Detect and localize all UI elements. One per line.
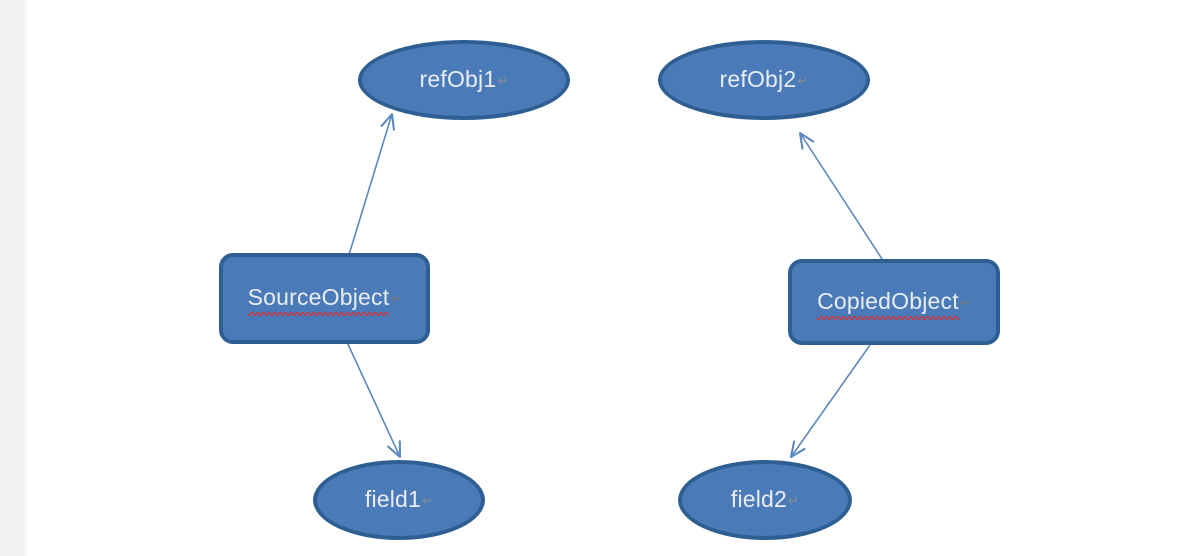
connector-source-to-refobj1[interactable]: [347, 112, 395, 259]
return-mark-icon: ↵: [959, 294, 971, 310]
left-margin-strip: [0, 0, 25, 556]
left-margin-edge: [25, 0, 28, 556]
connector-copied-to-field2[interactable]: [789, 344, 871, 459]
node-copiedobject[interactable]: CopiedObject↵: [788, 259, 1000, 345]
node-refobj2-label-wrap: refObj2↵: [720, 66, 809, 95]
node-copiedobject-label-wrap: CopiedObject↵: [817, 287, 971, 320]
return-mark-icon: ↵: [797, 72, 809, 88]
node-field2[interactable]: field2↵: [678, 460, 852, 540]
connector-copied-to-refobj2[interactable]: [798, 131, 885, 263]
node-refobj1-label: refObj1: [419, 65, 497, 92]
return-mark-icon: ↵: [390, 291, 402, 306]
node-copiedobject-label: CopiedObject: [817, 287, 959, 320]
node-field2-label-wrap: field2↵: [731, 486, 799, 515]
node-sourceobject-label: SourceObject: [247, 284, 390, 316]
connector-source-to-field1[interactable]: [346, 341, 402, 459]
node-refobj2-label: refObj2: [719, 65, 797, 92]
node-refobj2[interactable]: refObj2↵: [658, 40, 870, 120]
node-refobj1[interactable]: refObj1↵: [358, 40, 570, 120]
node-sourceobject-label-wrap: SourceObject↵: [247, 284, 402, 316]
node-refobj1-label-wrap: refObj1↵: [420, 66, 509, 95]
return-mark-icon: ↵: [422, 492, 434, 508]
return-mark-icon: ↵: [497, 72, 509, 88]
node-sourceobject[interactable]: SourceObject↵: [219, 253, 430, 344]
node-field1-label: field1: [364, 485, 422, 512]
node-field2-label: field2: [730, 485, 788, 512]
node-field1[interactable]: field1↵: [313, 460, 485, 540]
return-mark-icon: ↵: [788, 492, 800, 508]
node-field1-label-wrap: field1↵: [365, 486, 433, 515]
